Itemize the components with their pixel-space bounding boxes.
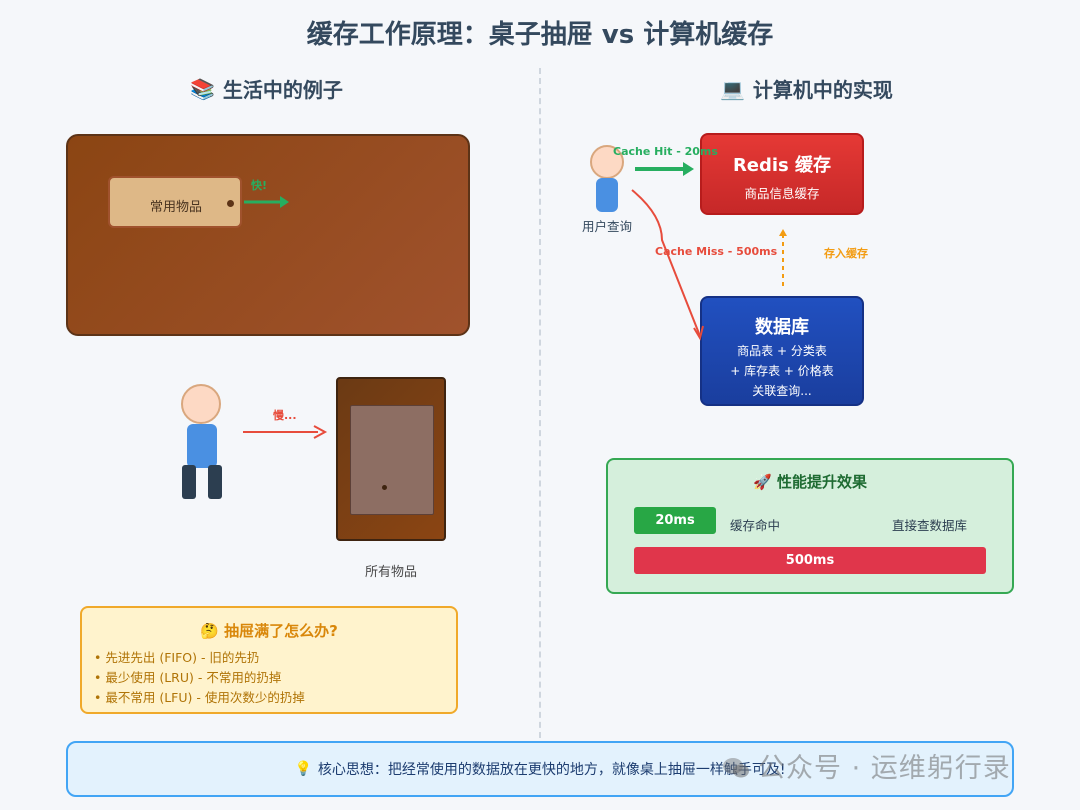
drawer: 常用物品: [108, 176, 242, 228]
slow-arrow: [243, 425, 328, 439]
db-line: 商品表 + 分类表: [737, 344, 827, 358]
person-leg-left: [182, 465, 196, 499]
slow-bar: 500ms: [634, 547, 986, 574]
rocket-icon: 🚀: [753, 473, 772, 491]
tip-item: • 最不常用 (LFU) - 使用次数少的扔掉: [94, 690, 305, 705]
tips-title: 🤔 抽屉满了怎么办?: [82, 620, 456, 641]
laptop-icon: 💻: [720, 76, 745, 101]
page-title: 缓存工作原理：桌子抽屉 vs 计算机缓存: [306, 20, 774, 50]
cabinet-knob: [382, 485, 387, 490]
books-icon: 📚: [190, 76, 215, 101]
tip-item: • 先进先出 (FIFO) - 旧的先扔: [94, 650, 260, 665]
fast-bar: 20ms: [634, 507, 716, 534]
store-label: 存入缓存: [824, 247, 868, 260]
cabinet: [336, 377, 446, 541]
wechat-icon: [722, 755, 750, 777]
user-label: 用户查询: [581, 219, 632, 234]
slow-label: 慢...: [273, 409, 297, 422]
db-line: 关联查询...: [752, 384, 812, 398]
perf-title: 🚀 性能提升效果: [608, 471, 1012, 492]
db-title: 数据库: [755, 317, 809, 338]
perf-title-text: 性能提升效果: [776, 473, 867, 491]
watermark-text: 公众号 · 运维躬行录: [758, 753, 1011, 784]
cabinet-label: 所有物品: [364, 565, 417, 580]
left-section-label: 生活中的例子: [222, 78, 343, 102]
core-idea-text: 核心思想：把经常使用的数据放在更快的地方，就像桌上抽屉一样触手可及!: [317, 762, 786, 778]
right-section-label: 计算机中的实现: [752, 78, 893, 102]
drawer-label: 常用物品: [150, 200, 203, 215]
tips-list: • 先进先出 (FIFO) - 旧的先扔 • 最少使用 (LRU) - 不常用的…: [94, 648, 305, 708]
cache-hit-arrow: [635, 162, 694, 176]
user-body: [596, 178, 618, 212]
lightbulb-icon: 💡: [294, 761, 312, 777]
user-head: [590, 145, 624, 179]
database-box: 数据库 商品表 + 分类表 + 库存表 + 价格表 关联查询...: [700, 296, 864, 406]
eviction-tips-box: 🤔 抽屉满了怎么办? • 先进先出 (FIFO) - 旧的先扔 • 最少使用 (…: [80, 606, 458, 714]
store-arrow: [779, 229, 787, 286]
person-body: [187, 424, 217, 468]
redis-title: Redis 缓存: [732, 155, 832, 176]
redis-cache-box: Redis 缓存 商品信息缓存: [700, 133, 864, 215]
cache-hit-label: Cache Hit - 20ms: [613, 145, 718, 158]
thinking-icon: 🤔: [200, 622, 219, 640]
performance-box: 🚀 性能提升效果 20ms 缓存命中 直接查数据库 500ms: [606, 458, 1014, 594]
drawer-knob: [227, 200, 234, 207]
db-line: + 库存表 + 价格表: [730, 364, 834, 378]
right-section-title: 💻 计算机中的实现: [720, 74, 893, 103]
desk: [66, 134, 470, 336]
core-idea-box: 💡 核心思想：把经常使用的数据放在更快的地方，就像桌上抽屉一样触手可及!: [66, 741, 1014, 797]
fast-label: 快!: [251, 179, 268, 192]
redis-subtitle: 商品信息缓存: [744, 186, 820, 201]
cache-miss-arrow: [631, 189, 704, 341]
left-section-title: 📚 生活中的例子: [190, 74, 343, 103]
cabinet-door: [350, 405, 434, 515]
watermark: 公众号 · 运维躬行录: [722, 746, 1011, 785]
tips-title-text: 抽屉满了怎么办?: [224, 622, 338, 640]
person-head: [181, 384, 221, 424]
section-divider: [539, 68, 541, 748]
person-leg-right: [208, 465, 222, 499]
tip-item: • 最少使用 (LRU) - 不常用的扔掉: [94, 670, 282, 685]
cache-miss-label: Cache Miss - 500ms: [655, 245, 778, 258]
fast-bar-label: 缓存命中: [730, 518, 781, 533]
slow-bar-label: 直接查数据库: [892, 518, 968, 533]
